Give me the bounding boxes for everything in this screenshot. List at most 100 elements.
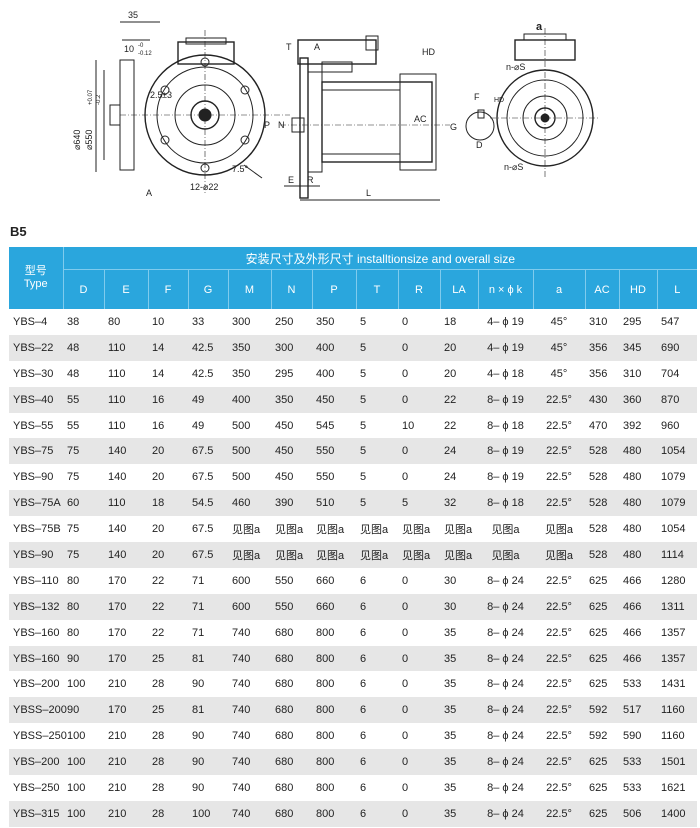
value-cell: 14: [148, 360, 188, 387]
value-cell: 100: [188, 800, 228, 827]
value-cell: 800: [312, 645, 356, 672]
value-cell: 0: [398, 438, 440, 465]
value-cell: 400: [312, 360, 356, 387]
value-cell: 800: [312, 775, 356, 801]
value-cell: 740: [228, 619, 271, 646]
value-cell: 49: [188, 412, 228, 439]
value-cell: 400: [312, 334, 356, 361]
value-cell: 22.5°: [533, 593, 585, 620]
value-cell: 110: [104, 412, 148, 439]
value-cell: 22.5°: [533, 619, 585, 646]
value-cell: 35: [440, 749, 478, 776]
value-cell: 740: [228, 775, 271, 801]
value-cell: 1054: [657, 516, 698, 543]
value-cell: 5: [356, 360, 398, 387]
value-cell: 20: [440, 360, 478, 387]
value-cell: 30: [440, 593, 478, 620]
value-cell: 6: [356, 800, 398, 827]
value-cell: 517: [619, 697, 657, 724]
dim-holes: 12-⌀22: [190, 182, 218, 192]
value-cell: 75: [63, 464, 104, 491]
value-cell: 22.5°: [533, 386, 585, 413]
dim-d: D: [476, 140, 483, 150]
dim-hd: HD: [422, 47, 435, 57]
value-cell: 5: [356, 464, 398, 491]
value-cell: 8– ϕ 18: [478, 412, 533, 439]
dim-a-right: a: [536, 21, 543, 33]
value-cell: 545: [312, 412, 356, 439]
value-cell: 480: [619, 438, 657, 465]
value-cell: 100: [63, 800, 104, 827]
value-cell: 22: [440, 412, 478, 439]
type-cell: YBS–110: [9, 567, 63, 594]
column-header: R: [397, 269, 440, 309]
value-cell: 528: [585, 542, 619, 568]
type-cell: YBS–55: [9, 412, 63, 439]
value-cell: 6: [356, 567, 398, 594]
value-cell: 22: [148, 593, 188, 620]
type-cell: YBS–90: [9, 542, 63, 568]
value-cell: 25: [148, 697, 188, 724]
value-cell: 740: [228, 645, 271, 672]
type-header: 型号 Type: [9, 247, 63, 309]
value-cell: 392: [619, 412, 657, 439]
value-cell: 466: [619, 619, 657, 646]
value-cell: 550: [312, 438, 356, 465]
value-cell: 170: [104, 567, 148, 594]
value-cell: 660: [312, 593, 356, 620]
value-cell: 22.5°: [533, 490, 585, 517]
value-cell: 870: [657, 386, 698, 413]
column-header: G: [187, 269, 228, 309]
value-cell: 680: [271, 619, 312, 646]
value-cell: 528: [585, 438, 619, 465]
value-cell: 90: [188, 671, 228, 698]
value-cell: 625: [585, 671, 619, 698]
value-cell: 625: [585, 593, 619, 620]
dim-f: F: [474, 92, 480, 102]
value-cell: 45°: [533, 360, 585, 387]
dim-t: T: [286, 42, 292, 52]
value-cell: 625: [585, 645, 619, 672]
value-cell: 见图a: [398, 542, 440, 568]
value-cell: 71: [188, 619, 228, 646]
value-cell: 466: [619, 645, 657, 672]
value-cell: 55: [63, 386, 104, 413]
value-cell: 533: [619, 671, 657, 698]
value-cell: 25: [148, 645, 188, 672]
value-cell: 400: [228, 386, 271, 413]
value-cell: 356: [585, 360, 619, 387]
value-cell: 18: [148, 490, 188, 517]
value-cell: 110: [104, 360, 148, 387]
dim-550: ⌀550: [84, 130, 94, 150]
value-cell: 见图a: [271, 516, 312, 543]
dim-25: 2.5: [150, 90, 163, 100]
side-view-labels: T A HD N P E R L AC: [264, 42, 435, 198]
value-cell: 140: [104, 516, 148, 543]
value-cell: 1280: [657, 567, 698, 594]
value-cell: 6: [356, 697, 398, 724]
value-cell: 506: [619, 800, 657, 827]
value-cell: 5: [356, 412, 398, 439]
value-cell: 625: [585, 775, 619, 801]
value-cell: 5: [356, 334, 398, 361]
value-cell: 45°: [533, 334, 585, 361]
value-cell: 300: [228, 309, 271, 335]
value-cell: 310: [585, 309, 619, 335]
value-cell: 0: [398, 386, 440, 413]
value-cell: 110: [104, 386, 148, 413]
dim-35: 35: [128, 10, 138, 20]
value-cell: 22: [148, 619, 188, 646]
value-cell: 45°: [533, 309, 585, 335]
value-cell: 450: [271, 438, 312, 465]
section-label: B5: [10, 224, 27, 239]
value-cell: 30: [440, 567, 478, 594]
right-end-view: [465, 28, 600, 178]
value-cell: 5: [356, 438, 398, 465]
